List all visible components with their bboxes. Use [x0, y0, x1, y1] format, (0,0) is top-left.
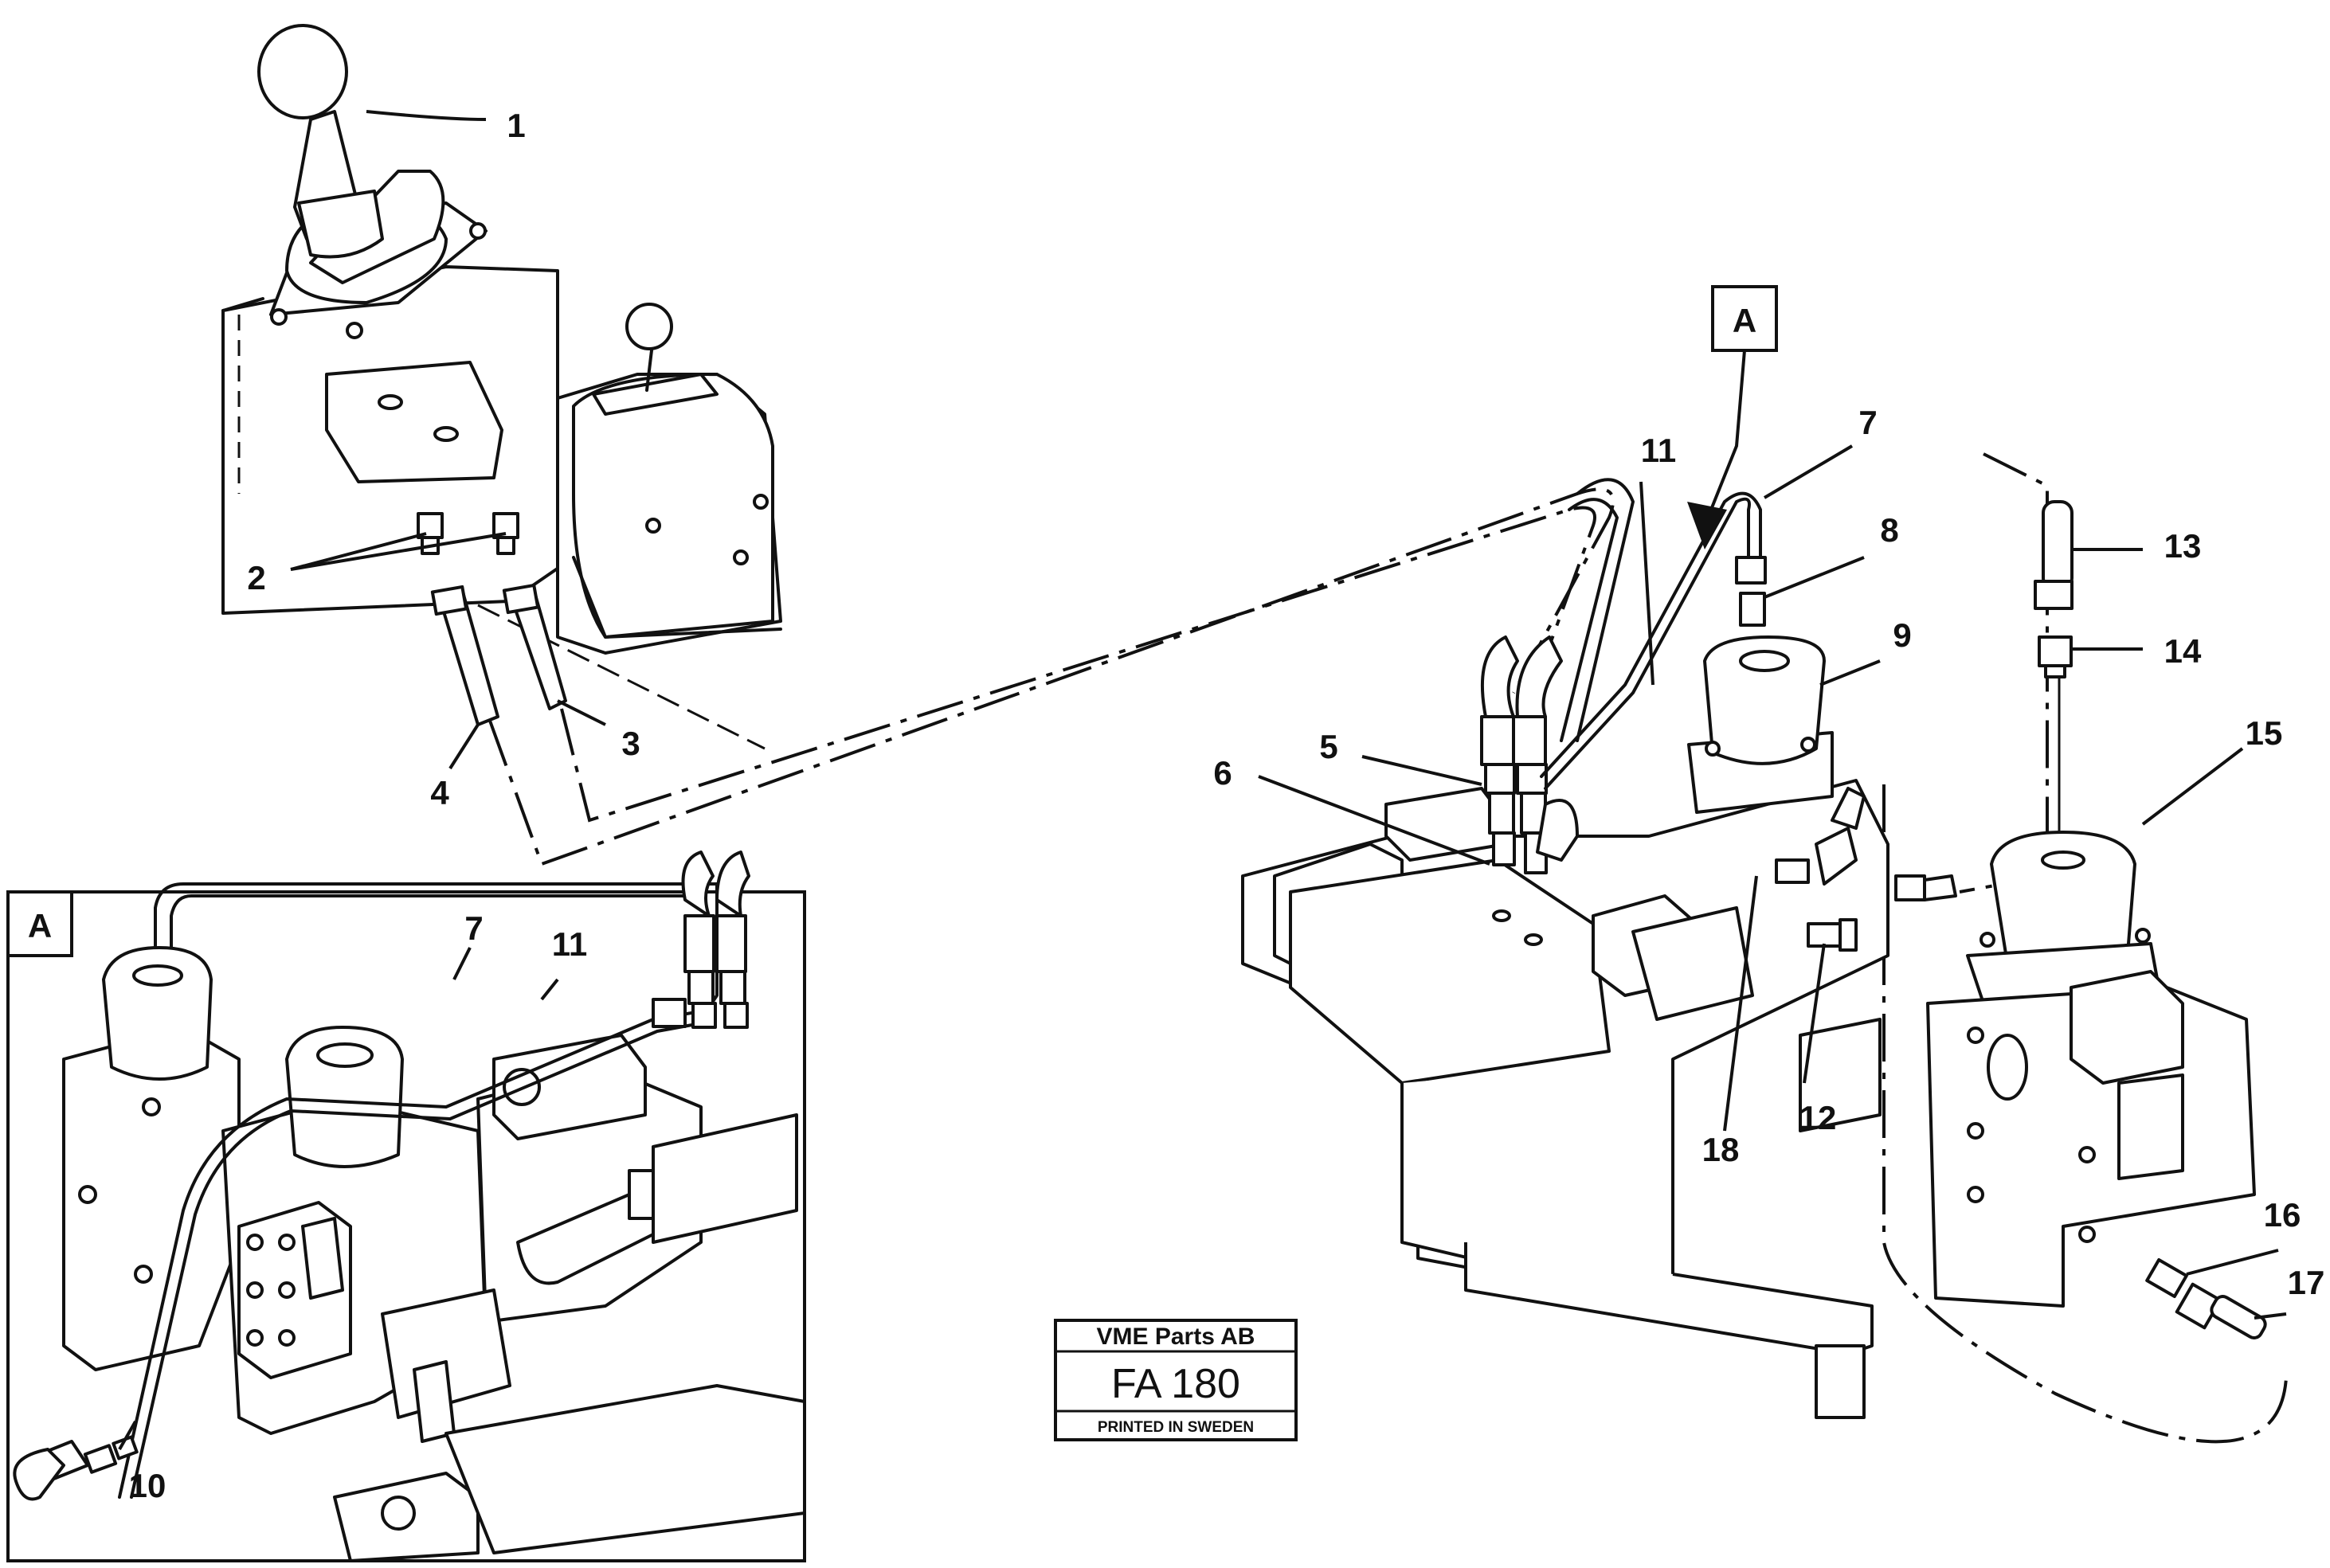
- detail-view-marker-box: [6, 890, 73, 957]
- view-marker-label: A: [1733, 302, 1756, 339]
- control-lever-assembly: [221, 24, 782, 750]
- callout-2: 2: [247, 559, 265, 596]
- callout-15: 15: [2246, 714, 2283, 752]
- view-arrow-a: A: [1687, 285, 1778, 549]
- callout-7: 7: [1858, 404, 1877, 441]
- stamp-printed: PRINTED IN SWEDEN: [1098, 1419, 1254, 1436]
- callout-5: 5: [1319, 728, 1337, 765]
- callout-13: 13: [2164, 527, 2202, 565]
- callout-17: 17: [2288, 1264, 2325, 1301]
- callout-labels: 1 2 3 4 5 6 7 8 9 11 12 13 14 15 16 17 1…: [129, 107, 2325, 1504]
- callout-leaders: [118, 110, 2287, 1450]
- stamp-company: VME Parts AB: [1097, 1324, 1255, 1350]
- valve-block-assembly: [1241, 491, 2267, 1419]
- detail-callout-10: 10: [129, 1467, 166, 1504]
- detail-view-marker-label: A: [28, 907, 52, 944]
- parts-stamp: VME Parts AB FA 180 PRINTED IN SWEDEN: [1054, 1319, 1298, 1441]
- callout-14: 14: [2164, 632, 2202, 670]
- callout-9: 9: [1893, 616, 1911, 654]
- callout-18: 18: [1702, 1131, 1740, 1168]
- detail-callout-7: 7: [464, 909, 483, 947]
- callout-3: 3: [621, 725, 640, 762]
- stamp-code: FA 180: [1111, 1361, 1240, 1407]
- detail-view-a: A: [6, 850, 806, 1562]
- callout-1: 1: [507, 107, 525, 144]
- callout-11: 11: [1641, 432, 1676, 469]
- callout-12: 12: [1799, 1099, 1837, 1136]
- callout-16: 16: [2264, 1196, 2301, 1234]
- callout-8: 8: [1880, 511, 1898, 549]
- detail-callout-11: 11: [552, 925, 587, 963]
- callout-6: 6: [1213, 754, 1232, 792]
- view-marker-box: [1711, 285, 1778, 352]
- callout-4: 4: [430, 774, 449, 811]
